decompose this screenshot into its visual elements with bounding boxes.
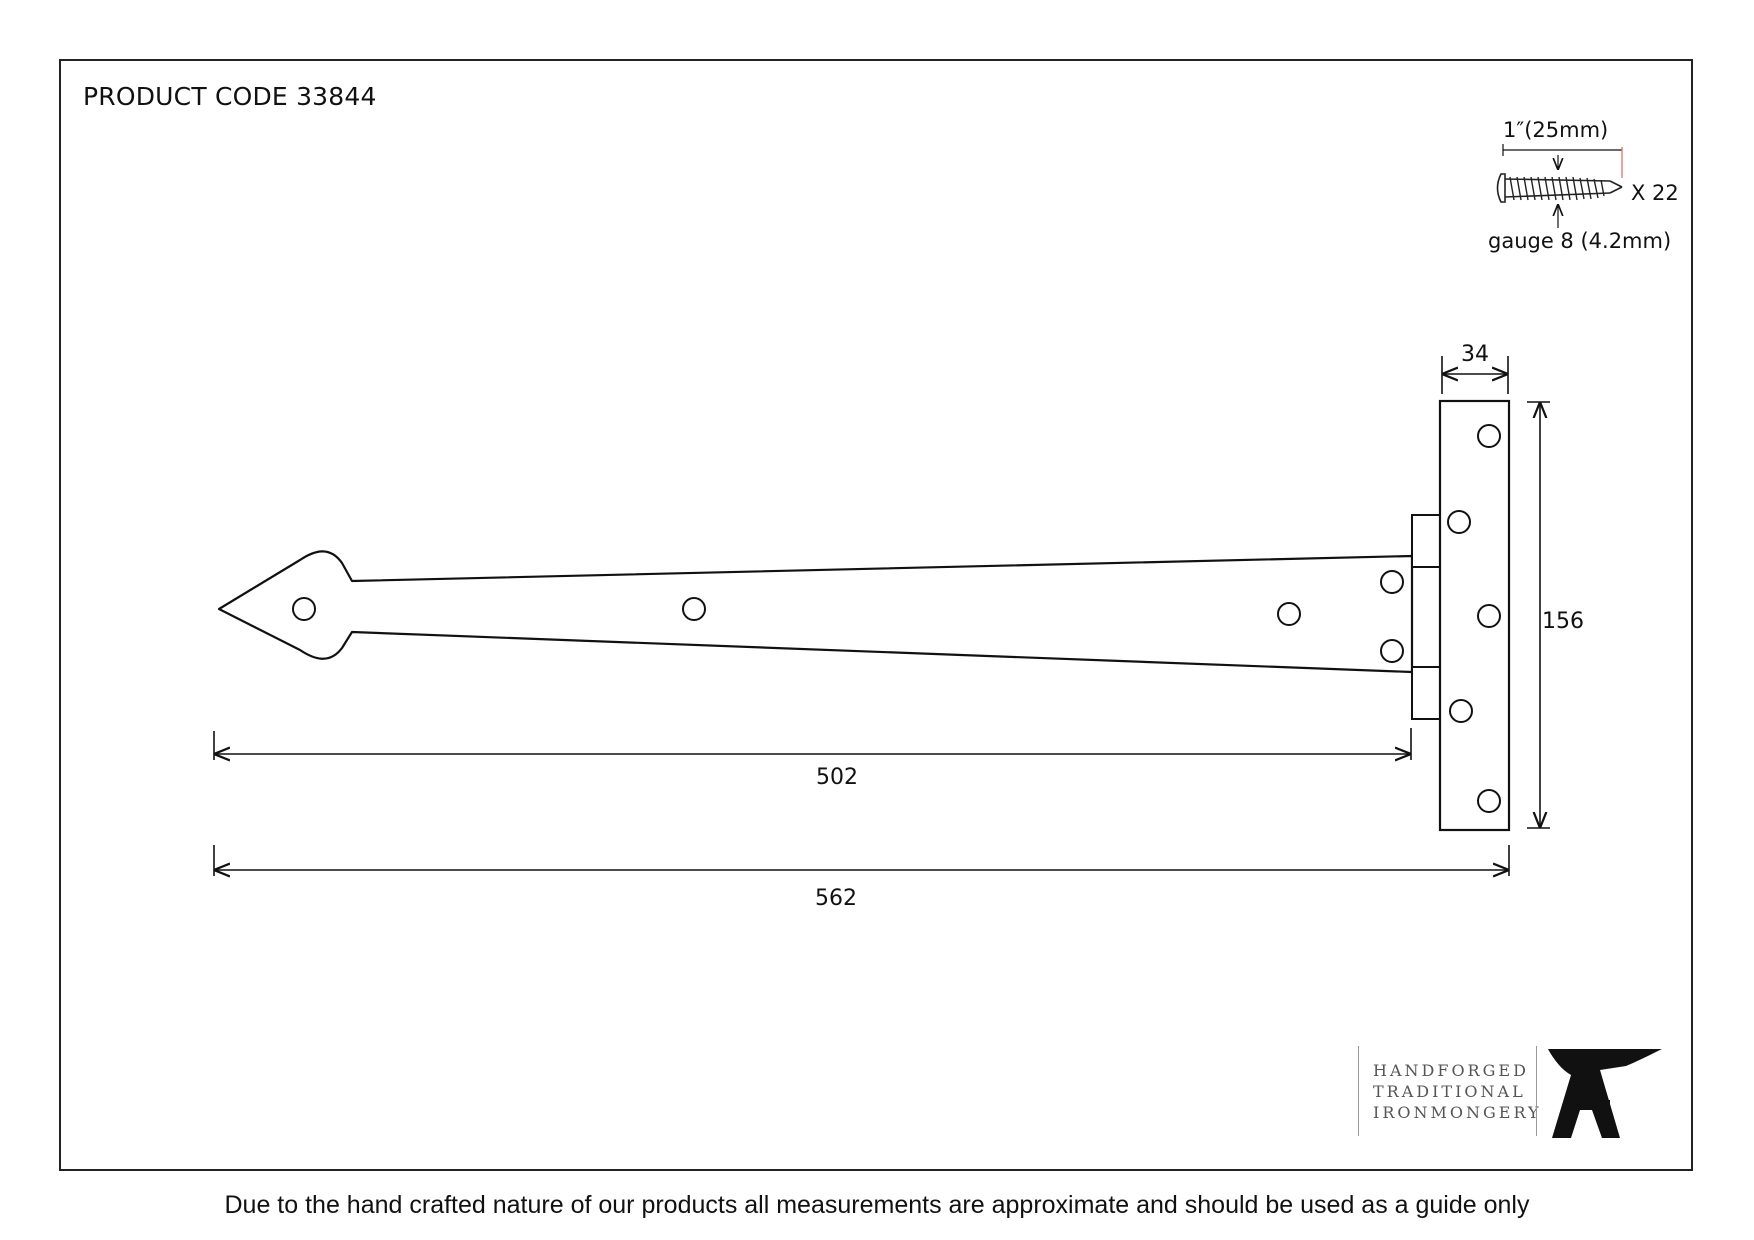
product-code: PRODUCT CODE 33844: [83, 82, 377, 111]
screw-length-dimension: [1502, 144, 1623, 228]
brand-block: HANDFORGED TRADITIONAL IRONMONGERY: [1358, 1046, 1658, 1138]
screw-gauge-label: gauge 8 (4.2mm): [1488, 229, 1671, 253]
strap-screw-hole: [1277, 602, 1301, 626]
strap-screw-hole: [682, 597, 706, 621]
brand-line: IRONMONGERY: [1373, 1103, 1542, 1122]
brand-wordmark: HANDFORGED TRADITIONAL IRONMONGERY: [1373, 1060, 1542, 1123]
plate-height-label: 156: [1542, 609, 1584, 634]
hinge-knuckle-lower: [1411, 666, 1441, 720]
anvil-logo-icon: [1548, 1049, 1662, 1138]
plate-width-label: 34: [1461, 342, 1489, 367]
overall-length-dimension: [213, 845, 1510, 876]
plate-height-dimension: [1527, 401, 1550, 829]
overall-length-label: 562: [815, 886, 857, 911]
strap-screw-hole: [1380, 639, 1404, 663]
hinge-strap: [217, 550, 1414, 674]
plate-screw-hole: [1477, 604, 1501, 628]
plate-screw-hole: [1477, 789, 1501, 813]
brand-divider: [1358, 1046, 1359, 1136]
brand-divider: [1536, 1046, 1537, 1136]
plate-screw-hole: [1477, 424, 1501, 448]
strap-length-label: 502: [816, 765, 858, 790]
plate-width-dimension: [1441, 356, 1509, 394]
brand-line: TRADITIONAL: [1373, 1082, 1526, 1101]
strap-length-dimension: [213, 728, 1412, 760]
strap-screw-hole: [292, 597, 316, 621]
screw-icon: [1496, 173, 1623, 203]
plate-screw-hole: [1447, 510, 1471, 534]
brand-line: HANDFORGED: [1373, 1061, 1529, 1080]
screw-quantity-label: X 22: [1631, 181, 1679, 205]
hinge-knuckle-upper: [1411, 514, 1441, 568]
drawing-frame: [59, 59, 1693, 1171]
strap-screw-hole: [1380, 570, 1404, 594]
screw-length-label: 1″(25mm): [1503, 118, 1608, 142]
disclaimer-note: Due to the hand crafted nature of our pr…: [224, 1191, 1530, 1219]
plate-screw-hole: [1449, 699, 1473, 723]
